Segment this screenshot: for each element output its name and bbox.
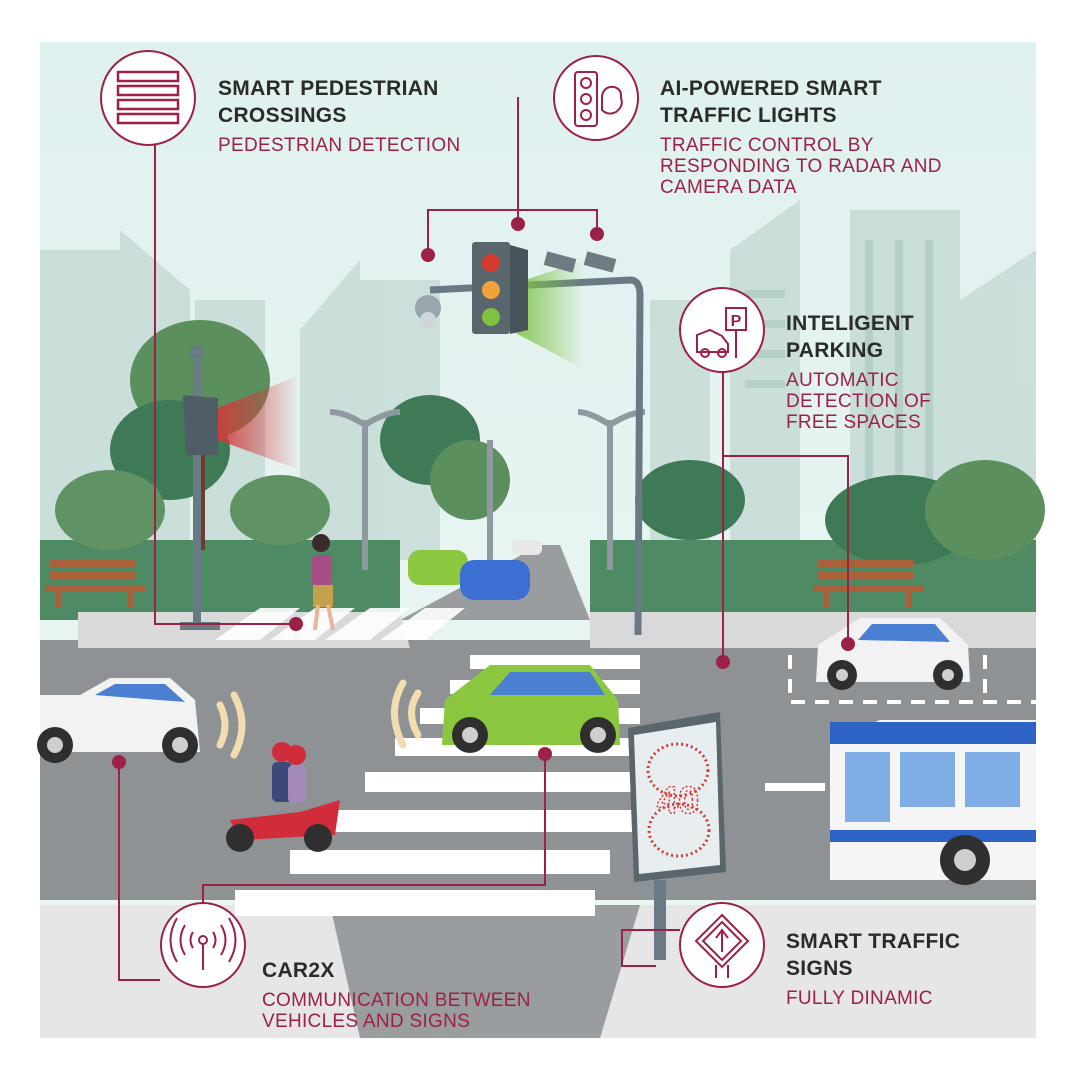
connector-dots	[112, 217, 855, 769]
pedestrian-title-line2: CROSSINGS	[218, 104, 347, 127]
lane-markings	[765, 783, 825, 791]
pedestrian-subtitle: PEDESTRIAN DETECTION	[218, 135, 460, 156]
pedestrian-title: SMART PEDESTRIAN CROSSINGS	[218, 75, 460, 129]
parking-sub-line2: DETECTION OF	[786, 391, 932, 412]
car2x-title-line1: CAR2X	[262, 959, 335, 982]
car-parking-sign-icon: P	[679, 287, 765, 373]
pedestrian-title-line1: SMART PEDESTRIAN	[218, 77, 439, 100]
lights-sub-line2: RESPONDING TO RADAR AND	[660, 156, 942, 177]
parked-white-car	[816, 618, 970, 690]
lights-title: AI-POWERED SMART TRAFFIC LIGHTS	[660, 75, 942, 129]
svg-text:P: P	[731, 313, 742, 330]
antenna-signal-icon	[160, 902, 246, 988]
trees	[55, 320, 1045, 565]
lights-sub-line3: CAMERA DATA	[660, 177, 797, 198]
traffic-cameras	[543, 251, 617, 273]
traffic-light-assembly	[415, 242, 644, 636]
lights-title-line2: TRAFFIC LIGHTS	[660, 104, 837, 127]
feature-car2x: CAR2X COMMUNICATION BETWEEN VEHICLES AND…	[262, 957, 531, 1032]
right-sidewalk	[590, 612, 1036, 648]
green-car	[442, 665, 620, 753]
lights-subtitle: TRAFFIC CONTROL BY RESPONDING TO RADAR A…	[660, 135, 942, 198]
pedestrian-radar	[180, 345, 300, 630]
speed-sign-value: 40	[657, 780, 699, 822]
signs-sub-line1: FULLY DINAMIC	[786, 988, 933, 1009]
road-sign-arrow-icon	[679, 902, 765, 988]
signs-title-line1: SMART TRAFFIC	[786, 930, 961, 953]
feature-smart-traffic-signs: SMART TRAFFIC SIGNS FULLY DINAMIC	[786, 928, 960, 1009]
parking-subtitle: AUTOMATIC DETECTION OF FREE SPACES	[786, 370, 931, 433]
left-bench	[45, 560, 145, 607]
signs-title-line2: SIGNS	[786, 957, 853, 980]
pedestrian-woman	[312, 534, 335, 631]
signs-title: SMART TRAFFIC SIGNS	[786, 928, 960, 982]
bus	[830, 720, 1036, 885]
lights-title-line1: AI-POWERED SMART	[660, 77, 882, 100]
parking-sub-line1: AUTOMATIC	[786, 370, 899, 391]
right-bench	[813, 560, 923, 607]
parking-title-line2: PARKING	[786, 339, 884, 362]
parking-title-line1: INTELIGENT	[786, 312, 914, 335]
traffic-light-brain-icon	[553, 55, 639, 141]
signs-subtitle: FULLY DINAMIC	[786, 988, 960, 1009]
feature-intelligent-parking: INTELIGENT PARKING AUTOMATIC DETECTION O…	[786, 310, 931, 433]
crosswalk-stripes-icon	[100, 50, 196, 146]
connector-lines	[118, 97, 849, 981]
car2x-sub-line1: COMMUNICATION BETWEEN	[262, 990, 531, 1011]
feature-smart-traffic-lights: AI-POWERED SMART TRAFFIC LIGHTS TRAFFIC …	[660, 75, 942, 198]
skyline-windows	[745, 240, 933, 520]
white-car-left	[37, 678, 200, 763]
car2x-signal-waves	[216, 679, 422, 759]
feature-pedestrian-crossings: SMART PEDESTRIAN CROSSINGS PEDESTRIAN DE…	[218, 75, 460, 156]
parking-sub-line3: FREE SPACES	[786, 412, 921, 433]
speed-sign: 40	[628, 712, 726, 960]
car2x-title: CAR2X	[262, 957, 531, 984]
car2x-subtitle: COMMUNICATION BETWEEN VEHICLES AND SIGNS	[262, 990, 531, 1032]
lights-sub-line1: TRAFFIC CONTROL BY	[660, 135, 874, 156]
dome-camera	[415, 295, 441, 328]
scooter-riders	[226, 742, 340, 852]
parking-title: INTELIGENT PARKING	[786, 310, 931, 364]
car2x-sub-line2: VEHICLES AND SIGNS	[262, 1011, 471, 1032]
distant-cars	[408, 540, 542, 600]
pedestrian-sub-line1: PEDESTRIAN DETECTION	[218, 135, 461, 156]
parking-bay	[788, 655, 1036, 704]
crosswalk-far	[215, 608, 465, 640]
